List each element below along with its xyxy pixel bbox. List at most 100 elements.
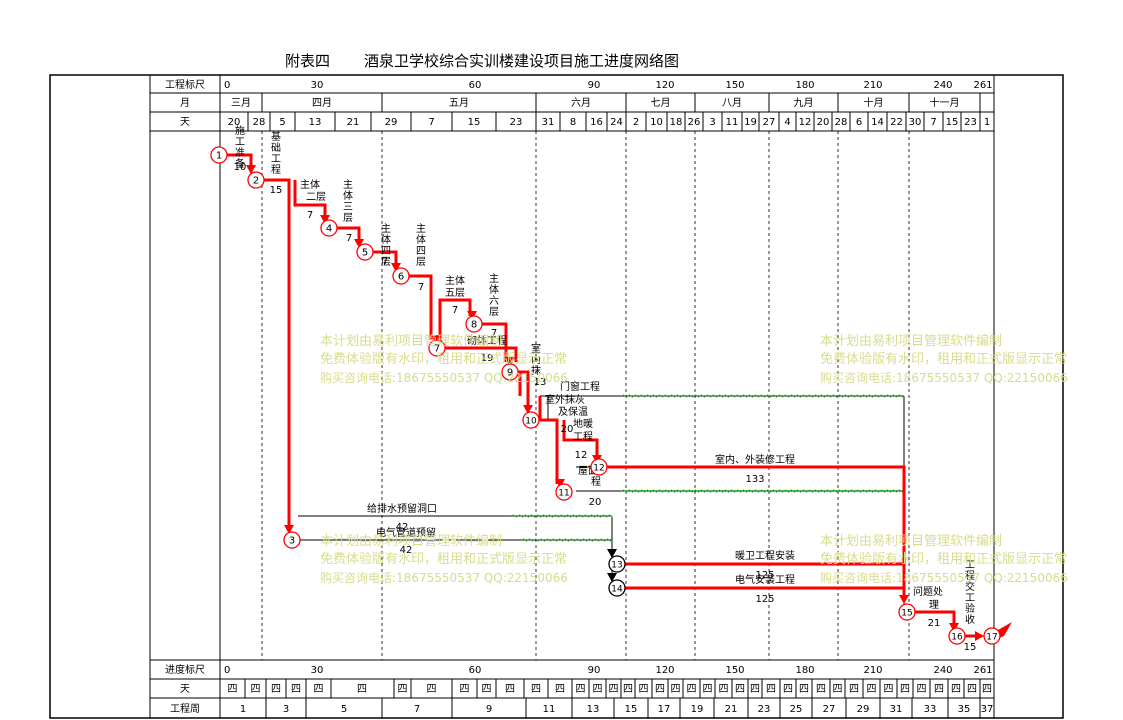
weekday-cell-4: 四 — [314, 684, 324, 695]
day-label-16: 26 — [688, 117, 701, 128]
node-label-11: 11 — [558, 489, 569, 499]
day-label-27: 22 — [890, 117, 903, 128]
weekday-cell-36: 四 — [951, 684, 961, 695]
week-label-8: 17 — [658, 704, 671, 715]
node-label-5: 5 — [362, 248, 368, 259]
activity-duration-10-12: 12 — [575, 450, 588, 461]
node-13 — [608, 555, 626, 573]
node-2 — [247, 171, 265, 189]
day-label-18: 11 — [726, 117, 739, 128]
footer-scale-tick-3: 90 — [588, 665, 601, 676]
day-label-19: 19 — [744, 117, 757, 128]
weekday-cell-18: 四 — [655, 684, 665, 695]
weekday-cell-2: 四 — [271, 684, 281, 695]
watermark-line1-2: 本计划由易利项目管理软件编制 — [320, 534, 502, 549]
week-label-3: 7 — [414, 704, 420, 715]
activity-label-15-16-b: 理 — [929, 599, 939, 611]
weekday-cell-16: 四 — [623, 684, 633, 695]
weekday-cell-22: 四 — [719, 684, 729, 695]
footer-scale-label: 进度标尺 — [165, 663, 205, 676]
month-label-0: 三月 — [231, 97, 251, 109]
month-label-6: 九月 — [794, 97, 814, 109]
header-day-label: 天 — [180, 117, 190, 128]
header-month-label: 月 — [180, 97, 190, 109]
day-label-15: 18 — [670, 117, 683, 128]
node-label-2: 2 — [253, 176, 259, 187]
day-label-31: 23 — [964, 117, 977, 128]
activity-label-7-8: 主体六层 — [489, 273, 499, 318]
activity-duration-3-4: 7 — [307, 210, 313, 221]
month-label-3: 六月 — [571, 97, 591, 109]
activity-label-13-15: 暖卫工程安装 — [735, 549, 795, 562]
day-label-21: 4 — [784, 117, 790, 128]
day-label-14: 10 — [650, 117, 663, 128]
activity-duration-11-15: 20 — [589, 497, 602, 508]
activity-label-10-12: 地暖 — [573, 417, 593, 430]
watermark-line3-0: 购买咨询电话:18675550537 QQ:22150066 — [320, 370, 568, 385]
activity-label-16-17: 工程交工验收 — [965, 560, 975, 626]
day-label-26: 14 — [871, 117, 884, 128]
weekday-cell-23: 四 — [735, 684, 745, 695]
footer-scale-tick-6: 180 — [795, 665, 814, 676]
day-label-4: 21 — [347, 117, 360, 128]
day-label-6: 7 — [428, 117, 434, 128]
network-arrow-7 — [430, 335, 440, 344]
node-label-4: 4 — [326, 224, 332, 235]
network-edge-7-8 — [438, 298, 472, 348]
activity-label-3-4: 主体 — [300, 179, 320, 191]
weekday-cell-14: 四 — [593, 684, 603, 695]
footer-scale-tick-4: 120 — [655, 665, 674, 676]
activity-label-6-7-b: 五层 — [445, 287, 465, 299]
weekday-cell-24: 四 — [750, 684, 760, 695]
node-label-14: 14 — [611, 585, 623, 595]
month-label-2: 五月 — [449, 97, 469, 109]
month-label-4: 七月 — [651, 97, 671, 109]
watermark-line2-0: 免费体验版有水印，租用和正式版显示正常 — [320, 351, 567, 367]
week-label-6: 13 — [587, 704, 600, 715]
network-arrow-4 — [320, 215, 330, 224]
node-label-7: 7 — [434, 344, 440, 355]
activity-duration-6-7: 7 — [418, 282, 424, 293]
week-label-16: 33 — [924, 704, 937, 715]
day-label-1: 28 — [253, 117, 266, 128]
activity-label-4-5: 主体三层 — [343, 179, 353, 224]
weekday-cell-31: 四 — [867, 684, 877, 695]
activity-duration-5-6: 7 — [382, 256, 388, 267]
weekday-cell-28: 四 — [816, 684, 826, 695]
watermark-line3-3: 购买咨询电话:18675550537 QQ:22150066 — [820, 570, 1068, 585]
network-edge-6-7 — [407, 274, 433, 340]
network-edge-7-9 — [445, 346, 518, 362]
activity-label-3-4-b: 二层 — [306, 191, 326, 203]
network-arrow-5 — [354, 239, 364, 248]
week-label-12: 25 — [790, 704, 803, 715]
node-7 — [428, 339, 446, 357]
node-label-9: 9 — [507, 368, 513, 379]
activity-label-6-7: 主体 — [445, 275, 465, 287]
week-label-10: 21 — [725, 704, 738, 715]
day-label-23: 20 — [817, 117, 830, 128]
week-label-7: 15 — [625, 704, 638, 715]
network-arrow-10 — [523, 405, 533, 414]
network-edge-4-5 — [335, 226, 361, 244]
node-label-10: 10 — [525, 417, 537, 427]
node-label-17: 17 — [986, 633, 997, 643]
day-label-8: 23 — [510, 117, 523, 128]
weekday-cell-21: 四 — [703, 684, 713, 695]
weekday-cell-12: 四 — [555, 684, 565, 695]
footer-scale-tick-5: 150 — [725, 665, 744, 676]
week-label-1: 3 — [283, 704, 289, 715]
activity-duration-3-13: 42 — [396, 522, 409, 533]
activity-label-14-15: 电气安装工程 — [735, 573, 795, 586]
week-label-4: 9 — [486, 704, 492, 715]
network-arrow-11 — [555, 479, 565, 488]
weekday-cell-5: 四 — [357, 684, 367, 695]
footer-scale-tick-2: 60 — [469, 665, 482, 676]
node-17 — [983, 627, 1001, 645]
week-label-5: 11 — [543, 704, 556, 715]
activity-label-5-6-alt: 主体四层 — [416, 223, 426, 268]
footer-scale-tick-0: 0 — [224, 665, 230, 676]
activity-label-3-13: 给排水预留洞口 — [367, 502, 437, 515]
month-label-5: 八月 — [722, 97, 742, 109]
network-float-wave-plumb — [511, 514, 613, 518]
node-label-1: 1 — [216, 151, 222, 162]
